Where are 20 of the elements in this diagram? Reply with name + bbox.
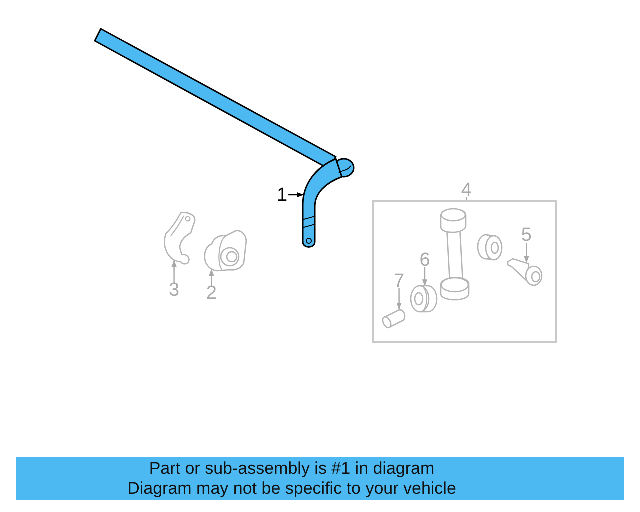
leader-line xyxy=(466,198,468,200)
leader-line xyxy=(288,192,304,198)
callout-number: 3 xyxy=(169,283,180,298)
callout-number: 2 xyxy=(206,286,217,301)
info-banner xyxy=(16,457,624,500)
callout-number: 1 xyxy=(277,188,288,202)
leader-line xyxy=(172,260,177,283)
callout-number: 4 xyxy=(461,182,472,198)
bushing xyxy=(202,228,250,274)
callout-number: 6 xyxy=(420,252,430,268)
callout-number: 7 xyxy=(394,274,405,288)
callout-number: 5 xyxy=(521,228,532,243)
banner-text: Diagram may not be specific to your vehicle xyxy=(128,478,456,498)
bushing xyxy=(408,283,440,315)
leader-line xyxy=(209,269,214,286)
leader-line xyxy=(524,243,530,264)
leader-line xyxy=(422,268,428,287)
banner-text: Part or sub-assembly is #1 in diagram xyxy=(149,458,435,478)
leader-line xyxy=(396,288,402,310)
assembly-frame xyxy=(372,200,557,343)
